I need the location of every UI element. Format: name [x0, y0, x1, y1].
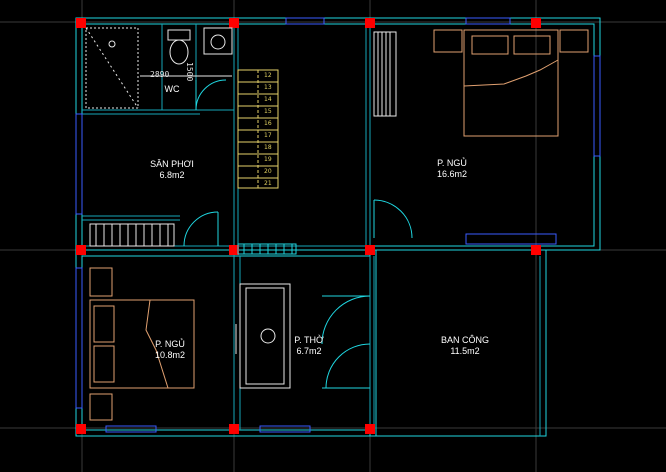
bed-top [433, 29, 589, 137]
wardrobe-top [373, 31, 397, 117]
stair-step-number: 14 [264, 96, 272, 103]
wc-depth-dimension: 1500 [185, 62, 194, 82]
doors [183, 79, 413, 389]
stair-step-number: 19 [264, 156, 272, 163]
wc-fixtures [85, 27, 233, 109]
san-phoi-name: SÂN PHƠI [150, 159, 194, 169]
stair-step-number: 16 [264, 120, 272, 127]
outer-walls [75, 17, 601, 437]
staircase [237, 69, 279, 189]
room-label-balcony: BAN CÔNG 11.5m2 [430, 335, 500, 357]
stair-step-number: 12 [264, 72, 272, 79]
stair-step-number: 13 [264, 84, 272, 91]
room-label-san-phoi: SÂN PHƠI 6.8m2 [140, 159, 204, 181]
wc-name: WC [164, 84, 180, 94]
stair-step-number: 18 [264, 144, 272, 151]
room-label-worship: P. THỜ 6.7m2 [282, 335, 336, 357]
stair-railing [237, 243, 297, 255]
partition-walls [82, 22, 541, 436]
altar [235, 283, 291, 389]
bedroom-top-area: 16.6m2 [436, 169, 468, 179]
bed-bottom [89, 267, 195, 421]
worship-name: P. THỜ [294, 335, 324, 345]
stair-step-number: 15 [264, 108, 272, 115]
stair-step-number: 21 [264, 180, 272, 187]
san-phoi-railing [89, 223, 175, 247]
structural-columns [76, 18, 541, 434]
wc-width-dimension: 2890 [150, 70, 170, 79]
bedroom-bottom-area: 10.8m2 [154, 350, 186, 360]
stair-step-number: 20 [264, 168, 272, 175]
stair-step-number: 17 [264, 132, 272, 139]
room-label-bedroom-top: P. NGỦ 16.6m2 [420, 158, 484, 180]
balcony-area: 11.5m2 [450, 346, 480, 356]
room-label-bedroom-bottom: P. NGỦ 10.8m2 [138, 339, 202, 361]
bedroom-top-name: P. NGỦ [437, 158, 467, 168]
windows [75, 17, 601, 433]
bedroom-bottom-name: P. NGỦ [155, 339, 185, 349]
room-label-wc: WC [160, 84, 184, 95]
worship-area: 6.7m2 [296, 346, 322, 356]
balcony-name: BAN CÔNG [440, 335, 489, 345]
san-phoi-area: 6.8m2 [159, 170, 185, 180]
